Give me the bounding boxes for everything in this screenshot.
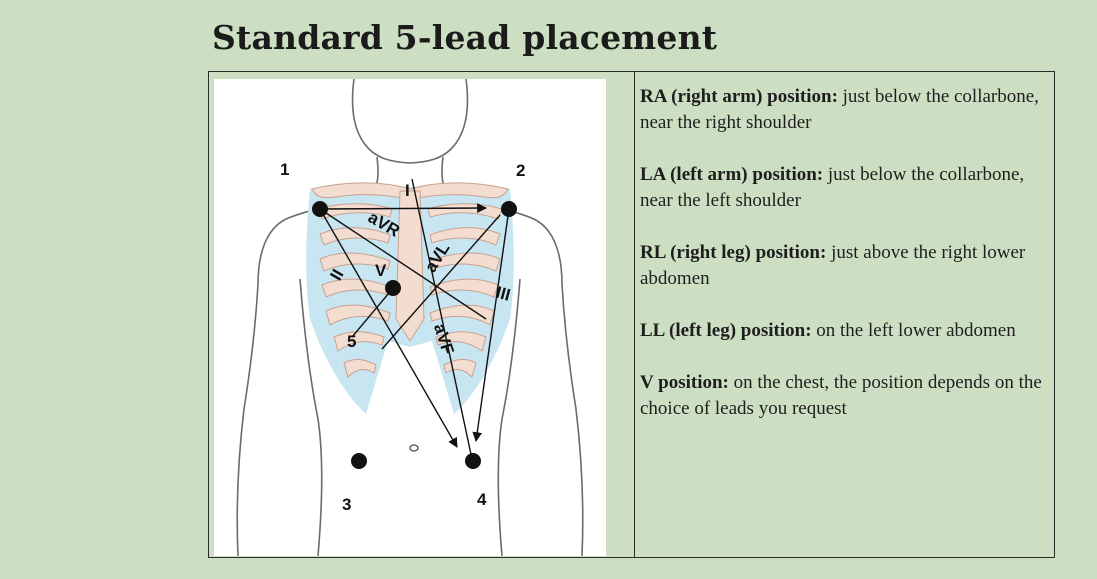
lead-vectors — [319, 178, 510, 460]
position-la-label: LA (left arm) position: — [640, 164, 824, 185]
position-la-text: just below the collarbone, near the left… — [640, 164, 1025, 211]
position-ll: LL (left leg) position: on the left lowe… — [640, 318, 1052, 344]
column-divider — [634, 71, 635, 558]
electrode-ra — [312, 201, 328, 217]
lead-v-label: V — [375, 261, 387, 280]
lead-i-arrow — [319, 203, 487, 213]
electrode-ll — [465, 453, 481, 469]
position-v-label: V position: — [640, 372, 729, 393]
position-ra: RA (right arm) position: just below the … — [640, 84, 1052, 136]
position-rl-label: RL (right leg) position: — [640, 242, 827, 263]
torso-svg: 1 2 5 3 4 I aVR aVL II V III aVF — [236, 79, 584, 556]
electrode-3-label: 3 — [342, 495, 351, 514]
electrode-la — [501, 201, 517, 217]
electrode-rl — [351, 453, 367, 469]
electrodes — [312, 201, 517, 469]
electrode-1-label: 1 — [280, 160, 289, 179]
position-rl-text: just above the right lower abdomen — [640, 242, 1026, 289]
lead-v-line — [351, 286, 395, 338]
electrode-2-label: 2 — [516, 161, 525, 180]
position-descriptions: RA (right arm) position: just below the … — [640, 84, 1052, 448]
position-v: V position: on the chest, the position d… — [640, 370, 1052, 422]
torso-diagram: 1 2 5 3 4 I aVR aVL II V III aVF — [214, 79, 606, 556]
electrode-5-label: 5 — [347, 332, 356, 351]
position-la: LA (left arm) position: just below the c… — [640, 162, 1052, 214]
lead-avf-line — [411, 178, 473, 460]
lead-i-label: I — [405, 181, 410, 200]
electrode-v — [385, 280, 401, 296]
position-rl: RL (right leg) position: just above the … — [640, 240, 1052, 292]
lead-iii-arrow — [472, 208, 510, 442]
lead-ii-arrow — [319, 208, 458, 448]
page-title: Standard 5-lead placement — [212, 18, 718, 57]
position-ll-text: on the left lower abdomen — [811, 320, 1016, 341]
position-ra-text: just below the collarbone, near the righ… — [640, 86, 1039, 133]
content-frame — [208, 71, 1055, 558]
position-ll-label: LL (left leg) position: — [640, 320, 812, 341]
position-ra-label: RA (right arm) position: — [640, 86, 838, 107]
lead-iii-label: III — [494, 283, 513, 305]
lead-avr-line — [319, 208, 487, 320]
position-v-text: on the chest, the position depends on th… — [640, 372, 1042, 419]
ribcage — [306, 182, 514, 414]
electrode-4-label: 4 — [477, 490, 487, 509]
lead-avl-line — [381, 214, 501, 350]
